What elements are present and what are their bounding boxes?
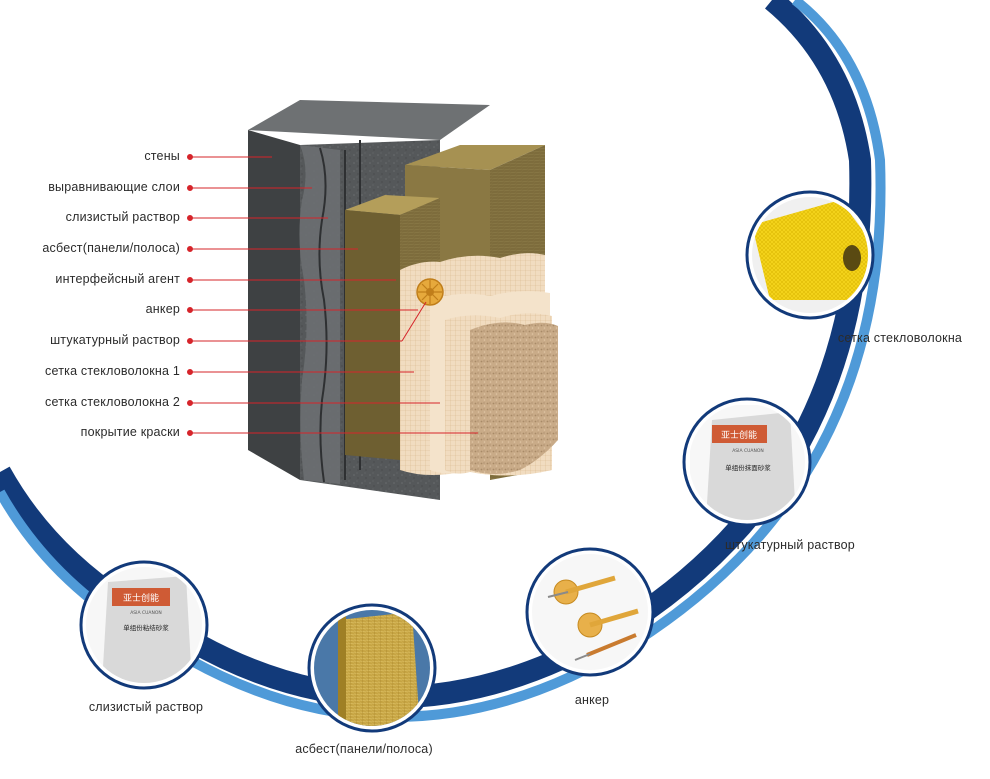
leader-line [187, 430, 478, 436]
layer-label-fiberglass-1: сетка стекловолокна 1 [45, 364, 180, 378]
caption-plaster-mortar: штукатурный раствор [725, 538, 855, 552]
leader-line [187, 185, 312, 191]
leader-line [187, 307, 418, 313]
leader-lines [187, 154, 478, 436]
layer-label-walls: стены [144, 149, 180, 163]
product-circle-fiberglass-mesh [745, 190, 875, 320]
layer-label-plaster-mortar: штукатурный раствор [50, 333, 180, 347]
leader-line [187, 369, 414, 375]
product-circle-adhesive-mortar: 亚士创能 单组份粘结砂浆 ASIA CUANON [79, 560, 209, 690]
layer-label-fiberglass-2: сетка стекловолокна 2 [45, 395, 180, 409]
caption-adhesive-mortar: слизистый раствор [88, 700, 204, 714]
leader-line [187, 215, 328, 221]
layer-label-paint-coat: покрытие краски [80, 425, 180, 439]
bag-latin-text: ASIA CUANON [130, 610, 162, 616]
bag-product-text: 单组份粘结砂浆 [123, 623, 169, 632]
leader-line [187, 277, 396, 283]
layer-label-anchor: анкер [145, 302, 180, 316]
bag-brand-text: 亚士创能 [123, 592, 159, 604]
product-circle-plaster-mortar: 亚士创能 单组份抹面砂浆 ASIA CUANON [682, 397, 812, 527]
caption-fiberglass-mesh: сетка стекловолокна [837, 331, 963, 345]
caption-mineral-wool: асбест(панели/полоса) [295, 742, 433, 756]
leader-line [187, 246, 358, 252]
wall-layers-illustration [248, 100, 558, 500]
layer-label-leveling: выравнивающие слои [48, 180, 180, 194]
bag-latin-text: ASIA CUANON [732, 448, 764, 454]
product-circle-mineral-wool [307, 603, 437, 733]
bag-product-text: 单组份抹面砂浆 [725, 463, 771, 472]
layer-label-interface-agent: интерфейсный агент [55, 272, 180, 286]
product-circle-anchor [525, 547, 655, 677]
leader-line [187, 301, 427, 344]
layer-label-adhesive-mortar: слизистый раствор [65, 210, 180, 224]
layer-label-asbestos: асбест(панели/полоса) [42, 241, 180, 255]
leader-line [187, 400, 440, 406]
leader-line [187, 154, 272, 160]
caption-anchor: анкер [574, 693, 610, 707]
bag-brand-text: 亚士创能 [721, 429, 757, 441]
